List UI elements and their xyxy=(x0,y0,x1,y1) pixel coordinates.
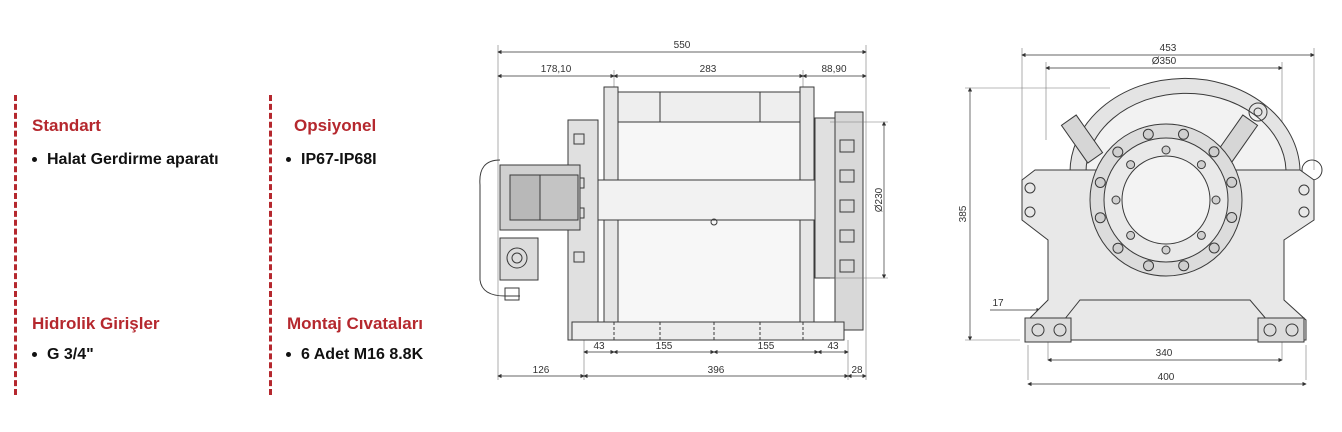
dim-base-right: 28 xyxy=(851,365,863,376)
dim-overall: 550 xyxy=(674,40,691,51)
bullet-icon xyxy=(286,352,291,358)
bullet-icon xyxy=(32,157,37,163)
bullet-icon xyxy=(286,157,291,163)
bolt-icon xyxy=(1111,195,1121,205)
dim-edge: 17 xyxy=(992,298,1004,309)
dim-base-left: 126 xyxy=(533,365,550,376)
bolt-icon xyxy=(1126,230,1136,240)
dim-foot1: 43 xyxy=(593,341,605,352)
front-view-labels: 453 Ø350 385 17 340 400 xyxy=(958,43,1177,383)
bolt-icon xyxy=(1142,128,1154,140)
hydraulic-item-text: G 3/4" xyxy=(47,346,94,363)
bolt-icon xyxy=(1196,160,1206,170)
divider-middle xyxy=(269,95,272,395)
bolt-icon xyxy=(1143,260,1154,272)
front-view xyxy=(965,48,1323,387)
bolt-icon xyxy=(1211,195,1221,205)
standard-title: Standart xyxy=(32,116,101,135)
dim-drum-dia: Ø350 xyxy=(1152,56,1177,67)
bolt-icon xyxy=(1226,212,1238,223)
bolt-icon xyxy=(1094,177,1106,188)
dim-foot4: 43 xyxy=(827,341,839,352)
dim-left: 178,10 xyxy=(541,64,572,75)
dim-drum: 283 xyxy=(700,64,717,75)
mounting-item: 6 Adet M16 8.8K xyxy=(286,346,423,364)
optional-item-text: IP67-IP68I xyxy=(301,151,377,168)
bolt-icon xyxy=(1208,242,1220,254)
bolt-icon xyxy=(1094,212,1106,224)
hydraulic-title: Hidrolik Girişler xyxy=(32,314,160,333)
bolt-icon xyxy=(1112,242,1124,254)
bolt-icon xyxy=(1112,146,1124,158)
bolt-icon xyxy=(1126,160,1136,170)
bolt-icon xyxy=(1178,260,1190,272)
dim-base-mid: 396 xyxy=(708,365,725,376)
hydraulic-item: G 3/4" xyxy=(32,346,94,364)
side-view-labels: 550 178,10 283 88,90 Ø230 43 155 155 43 … xyxy=(533,40,885,376)
flange-bolt-ring xyxy=(1094,128,1238,272)
bolt-icon xyxy=(1196,230,1206,240)
bullet-icon xyxy=(32,352,37,358)
dim-foot3: 155 xyxy=(758,341,775,352)
bolt-icon xyxy=(1208,146,1220,158)
bolt-icon xyxy=(1161,145,1171,155)
dim-base: 400 xyxy=(1158,372,1175,383)
optional-title: Opsiyonel xyxy=(294,116,377,135)
mounting-item-text: 6 Adet M16 8.8K xyxy=(301,346,424,363)
dim-width: 453 xyxy=(1160,43,1177,54)
dim-holes: 340 xyxy=(1156,348,1173,359)
optional-item: IP67-IP68I xyxy=(286,151,377,169)
dim-right: 88,90 xyxy=(821,64,846,75)
mounting-title: Montaj Cıvataları xyxy=(287,314,424,333)
side-view xyxy=(479,45,888,380)
dim-dia: Ø230 xyxy=(874,187,885,212)
standard-item-text: Halat Gerdirme aparatı xyxy=(47,151,219,168)
dim-height: 385 xyxy=(958,205,969,222)
dim-foot2: 155 xyxy=(656,341,673,352)
divider-left xyxy=(14,95,17,395)
bolt-icon xyxy=(1178,128,1189,140)
bolt-icon xyxy=(1161,245,1171,255)
bolt-icon xyxy=(1226,176,1238,188)
standard-item: Halat Gerdirme aparatı xyxy=(32,151,219,169)
